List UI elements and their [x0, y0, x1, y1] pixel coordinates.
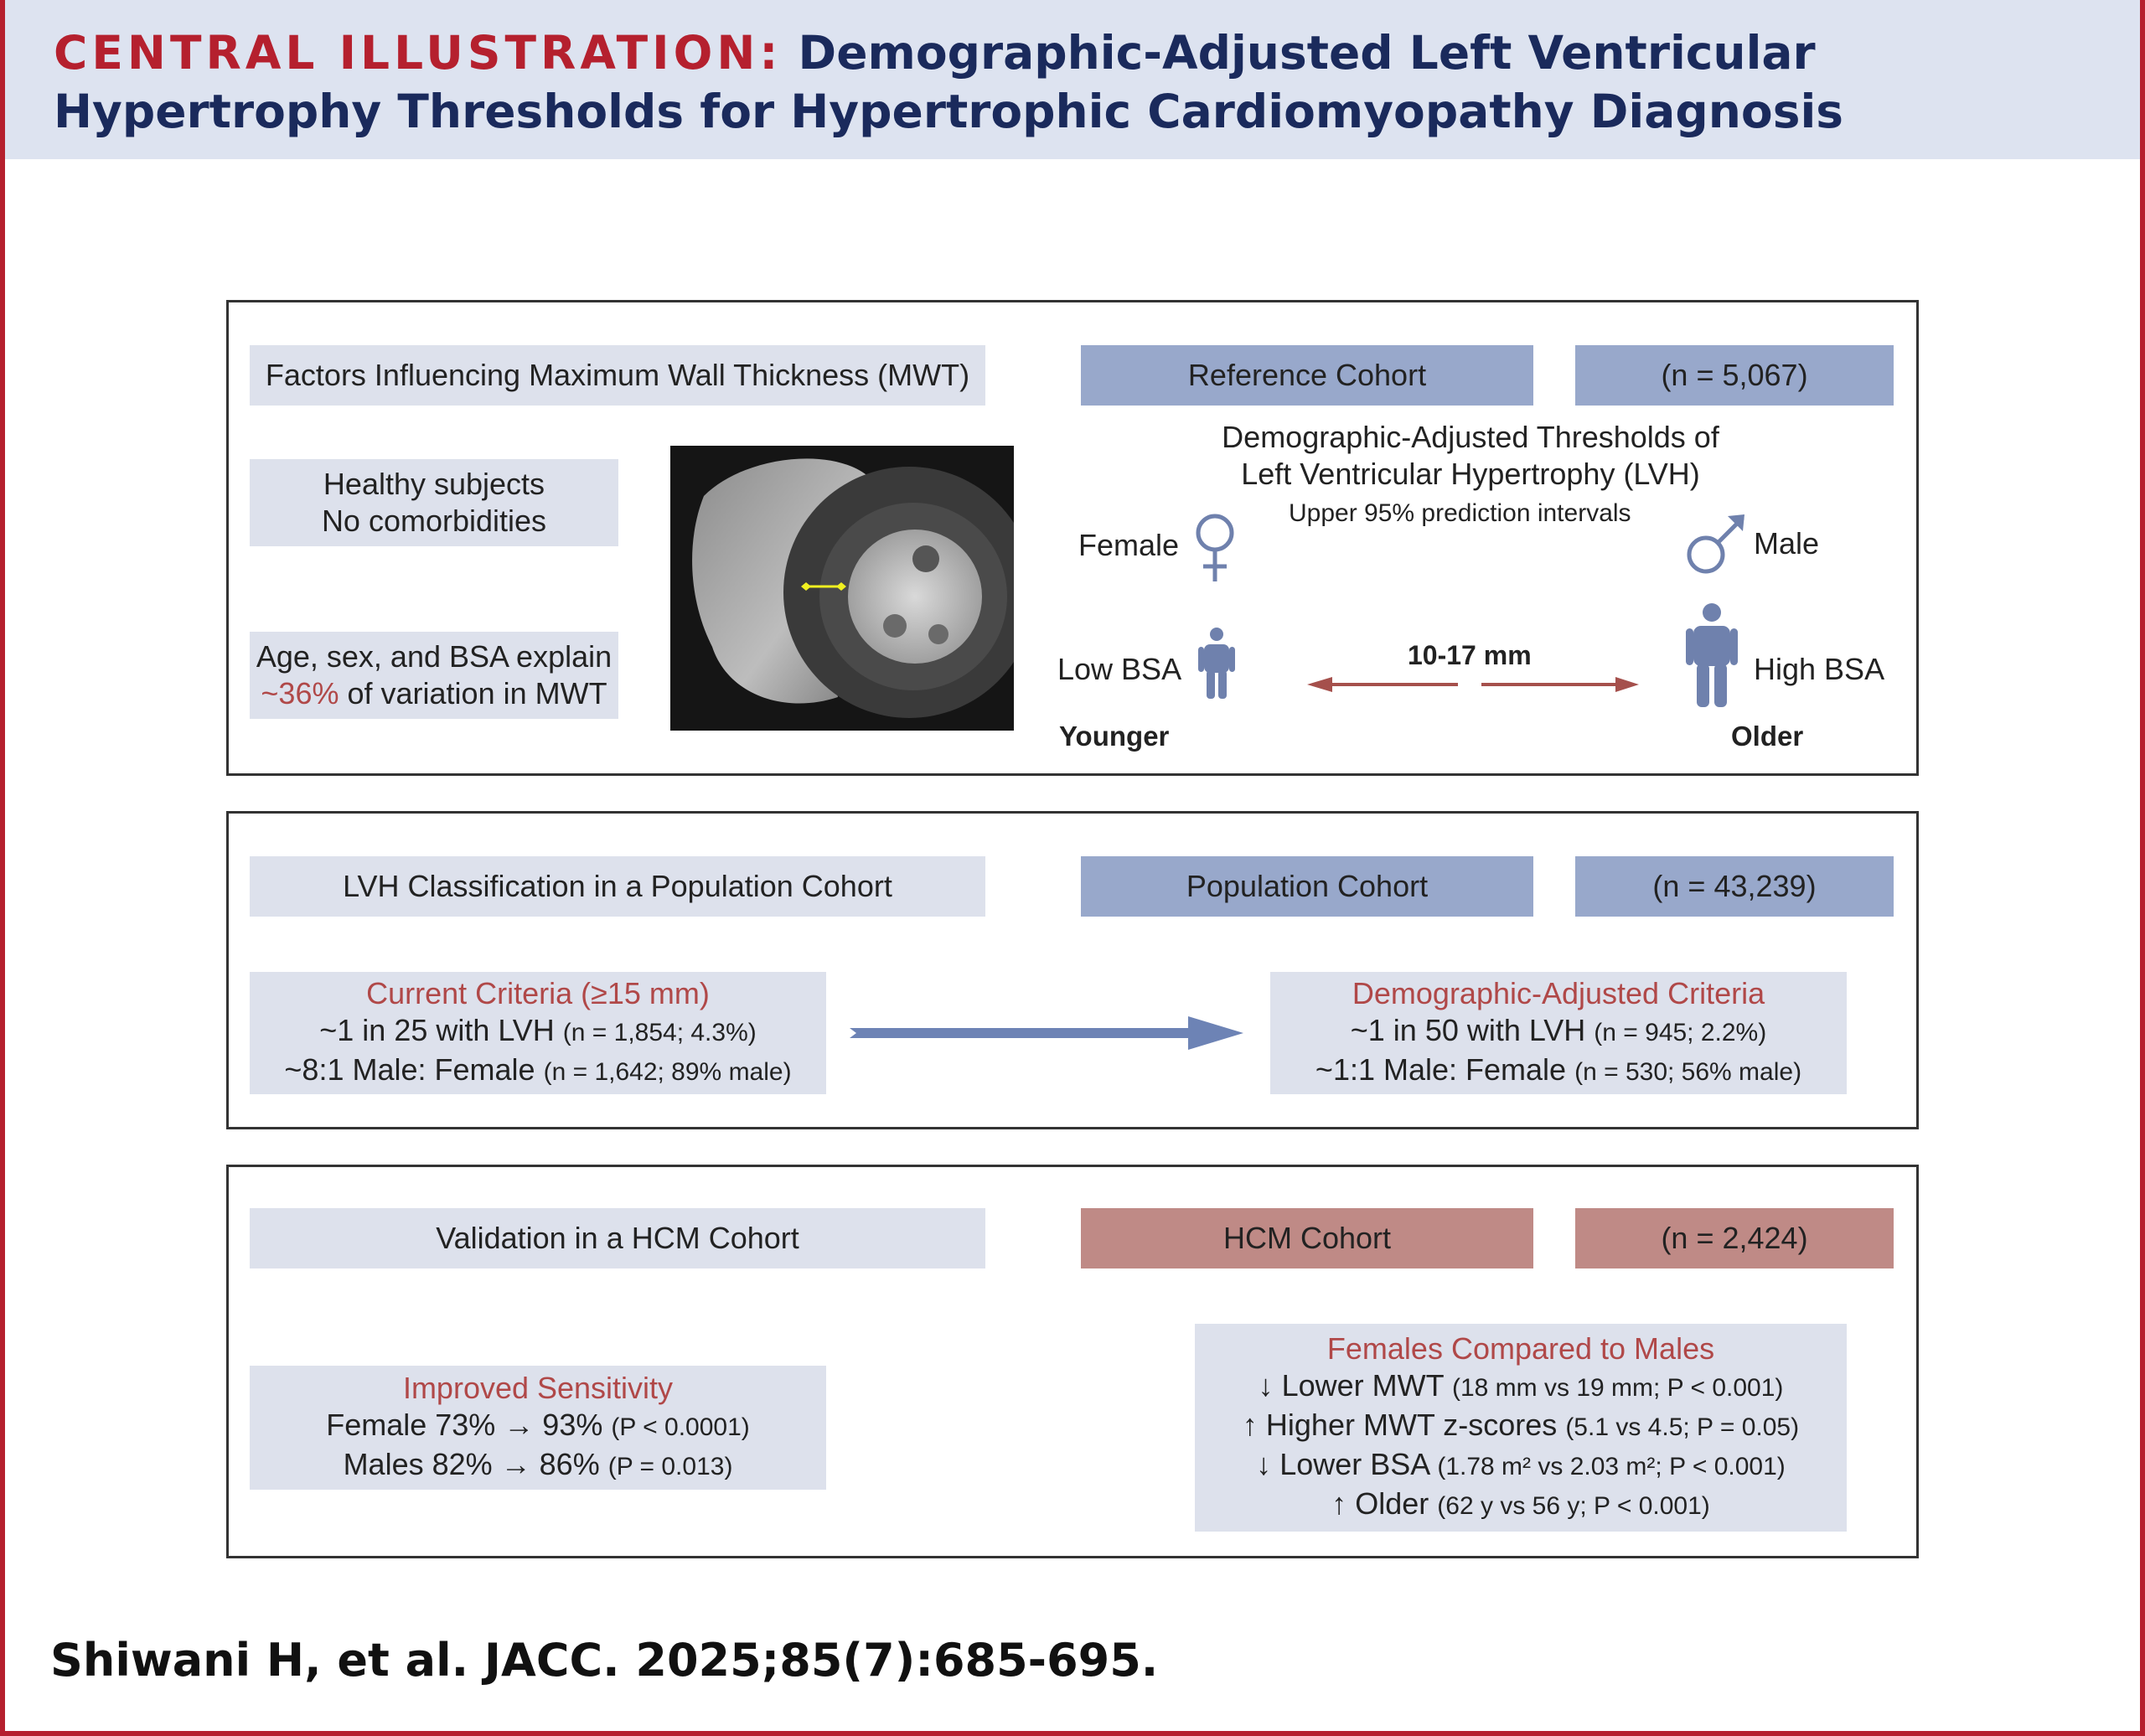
- title-line1: Demographic-Adjusted Left Ventricular: [798, 26, 1816, 80]
- thresholds-title: Demographic-Adjusted Thresholds of Left …: [1165, 414, 1776, 498]
- females-vs-males-box: Females Compared to Males ↓ Lower MWT (1…: [1195, 1324, 1847, 1532]
- right-arrow-icon: [850, 1016, 1243, 1050]
- comparison-1: ↓ Lower MWT (18 mm vs 19 mm; P < 0.001): [1259, 1367, 1784, 1407]
- comparison-4: ↑ Older (62 y vs 56 y; P < 0.001): [1331, 1485, 1710, 1525]
- sensitivity-female: Female 73% → 93% (P < 0.0001): [326, 1407, 750, 1446]
- healthy-line1: Healthy subjects: [323, 467, 545, 501]
- panel2-heading-text: LVH Classification in a Population Cohor…: [343, 869, 892, 903]
- comparison-3-main: ↓ Lower BSA: [1256, 1447, 1429, 1481]
- sensitivity-male: Males 82% → 86% (P = 0.013): [344, 1446, 733, 1485]
- current-criteria-title: Current Criteria (≥15 mm): [366, 976, 710, 1010]
- panel3-heading-text: Validation in a HCM Cohort: [436, 1221, 799, 1255]
- panel3-heading: Validation in a HCM Cohort: [250, 1208, 985, 1268]
- reference-cohort-text: Reference Cohort: [1187, 358, 1427, 392]
- comparison-1-detail: (18 mm vs 19 mm; P < 0.001): [1451, 1374, 1784, 1402]
- population-cohort-n: (n = 43,239): [1575, 856, 1894, 917]
- current-criteria-box: Current Criteria (≥15 mm) ~1 in 25 with …: [250, 972, 826, 1094]
- thresholds-line2: Left Ventricular Hypertrophy (LVH): [1241, 457, 1700, 491]
- comparison-1-main: ↓ Lower MWT: [1258, 1368, 1444, 1403]
- population-cohort-n-text: (n = 43,239): [1652, 869, 1817, 903]
- adjusted-criteria-title: Demographic-Adjusted Criteria: [1352, 976, 1765, 1010]
- page-title: CENTRAL ILLUSTRATION: Demographic-Adjust…: [54, 23, 1981, 141]
- sensitivity-title: Improved Sensitivity: [402, 1371, 674, 1405]
- comparison-2: ↑ Higher MWT z-scores (5.1 vs 4.5; P = 0…: [1243, 1407, 1799, 1446]
- cardiac-mri-image: [670, 446, 1014, 731]
- small-person-icon: [1198, 628, 1235, 699]
- current-line1-detail: (n = 1,854; 4.3%): [562, 1019, 757, 1046]
- label-male: Male: [1754, 526, 1820, 561]
- adjusted-line2-main: ~1:1 Male: Female: [1315, 1052, 1567, 1087]
- reference-cohort-label: Reference Cohort: [1081, 345, 1533, 406]
- current-line2: ~8:1 Male: Female (n = 1,642; 89% male): [284, 1051, 791, 1091]
- header-banner: [5, 0, 2140, 159]
- reference-cohort-n: (n = 5,067): [1575, 345, 1894, 406]
- reference-cohort-n-text: (n = 5,067): [1661, 358, 1808, 392]
- hcm-cohort-n-text: (n = 2,424): [1661, 1221, 1808, 1255]
- sensitivity-box: Improved Sensitivity Female 73% → 93% (P…: [250, 1366, 826, 1490]
- label-female: Female: [1078, 528, 1180, 562]
- citation: Shiwani H, et al. JACC. 2025;85(7):685-6…: [50, 1634, 1159, 1687]
- label-younger: Younger: [1059, 721, 1170, 752]
- comparison-3-detail: (1.78 m² vs 2.03 m²; P < 0.001): [1437, 1453, 1786, 1480]
- comparison-4-detail: (62 y vs 56 y; P < 0.001): [1437, 1492, 1710, 1520]
- comparison-2-detail: (5.1 vs 4.5; P = 0.05): [1565, 1413, 1800, 1441]
- label-high-bsa: High BSA: [1754, 652, 1885, 686]
- comparison-title: Females Compared to Males: [1326, 1331, 1715, 1366]
- healthy-line2: No comorbidities: [321, 504, 547, 538]
- adjusted-line1-main: ~1 in 50 with LVH: [1350, 1013, 1586, 1047]
- adjusted-criteria-box: Demographic-Adjusted Criteria ~1 in 50 w…: [1270, 972, 1847, 1094]
- adjusted-line2-detail: (n = 530; 56% male): [1574, 1058, 1802, 1086]
- population-cohort-text: Population Cohort: [1186, 869, 1429, 903]
- variation-explained-box: Age, sex, and BSA explain ~36% of variat…: [250, 632, 618, 719]
- panel2-heading: LVH Classification in a Population Cohor…: [250, 856, 985, 917]
- comparison-4-main: ↑ Older: [1331, 1486, 1429, 1521]
- current-line2-main: ~8:1 Male: Female: [284, 1052, 535, 1087]
- thresholds-line1: Demographic-Adjusted Thresholds of: [1222, 420, 1719, 454]
- title-line2: Hypertrophy Thresholds for Hypertrophic …: [54, 85, 1844, 138]
- sensitivity-female-p: (P < 0.0001): [611, 1413, 750, 1441]
- comparison-3: ↓ Lower BSA (1.78 m² vs 2.03 m²; P < 0.0…: [1256, 1446, 1786, 1485]
- panel1-heading-text: Factors Influencing Maximum Wall Thickne…: [265, 358, 970, 392]
- adjusted-line1: ~1 in 50 with LVH (n = 945; 2.2%): [1351, 1012, 1766, 1051]
- cardiac-mri-drawing: [670, 446, 1014, 731]
- female-symbol-icon: [1196, 514, 1234, 581]
- explain-line1: Age, sex, and BSA explain: [256, 639, 612, 674]
- double-arrow-icon: [1307, 677, 1639, 692]
- population-cohort-label: Population Cohort: [1081, 856, 1533, 917]
- male-symbol-icon: [1687, 514, 1744, 574]
- sensitivity-male-main: Males 82% → 86%: [343, 1447, 600, 1481]
- hcm-cohort-text: HCM Cohort: [1222, 1221, 1392, 1255]
- adjusted-line2: ~1:1 Male: Female (n = 530; 56% male): [1315, 1051, 1801, 1091]
- panel1-heading: Factors Influencing Maximum Wall Thickne…: [250, 345, 985, 406]
- comparison-2-main: ↑ Higher MWT z-scores: [1242, 1408, 1558, 1442]
- hcm-cohort-label: HCM Cohort: [1081, 1208, 1533, 1268]
- healthy-subjects-box: Healthy subjects No comorbidities: [250, 459, 618, 546]
- hcm-cohort-n: (n = 2,424): [1575, 1208, 1894, 1268]
- current-line2-detail: (n = 1,642; 89% male): [543, 1058, 792, 1086]
- title-lead: CENTRAL ILLUSTRATION:: [54, 26, 783, 80]
- sensitivity-female-main: Female 73% → 93%: [326, 1408, 603, 1442]
- sensitivity-male-p: (P = 0.013): [607, 1453, 733, 1480]
- label-older: Older: [1731, 721, 1804, 752]
- current-line1: ~1 in 25 with LVH (n = 1,854; 4.3%): [319, 1012, 757, 1051]
- adjusted-line1-detail: (n = 945; 2.2%): [1594, 1019, 1767, 1046]
- current-line1-main: ~1 in 25 with LVH: [319, 1013, 555, 1047]
- explain-pct: ~36%: [261, 676, 339, 710]
- large-person-icon: [1686, 603, 1738, 707]
- label-low-bsa: Low BSA: [1057, 652, 1182, 686]
- explain-line2: ~36% of variation in MWT: [261, 675, 607, 712]
- prediction-intervals: Upper 95% prediction intervals: [1289, 499, 1631, 527]
- explain-rest: of variation in MWT: [347, 676, 607, 710]
- thickness-range: 10-17 mm: [1408, 640, 1532, 670]
